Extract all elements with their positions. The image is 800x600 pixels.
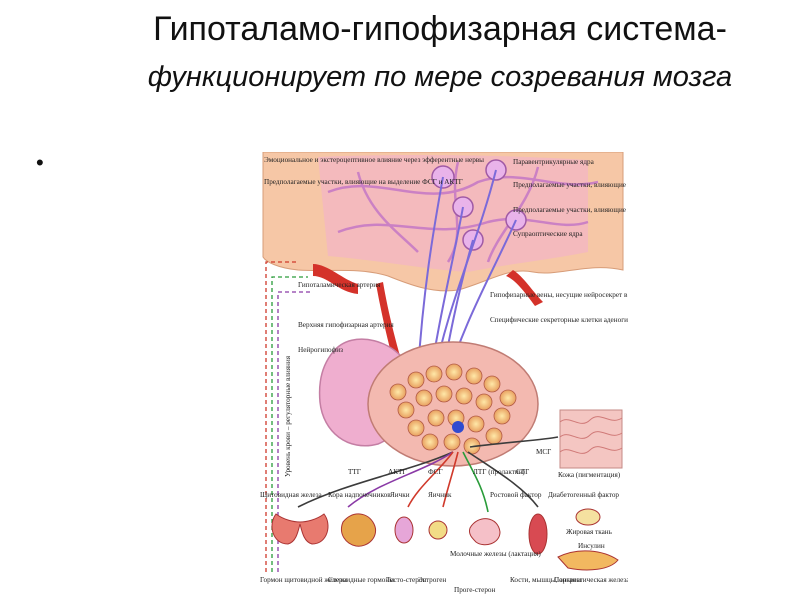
label-portal-veins: Гипофизарные вены, несущие нейросекрет в… xyxy=(490,291,628,299)
feedback-lines xyxy=(265,261,313,572)
label-growth-factor: Ростовой фактор xyxy=(490,491,542,499)
hypothalamus-inner xyxy=(318,155,588,272)
label-adrenal-cortex: Кора надпочечников xyxy=(328,491,391,499)
label-fat-tissue: Жировая ткань xyxy=(566,528,613,536)
title-dash: - xyxy=(715,10,727,48)
thyroid-organ xyxy=(271,513,329,545)
label-pancreas: Панкреатическая железа xyxy=(554,576,628,584)
label-neurohypophysis: Нейрогипофиз xyxy=(298,346,343,354)
label-ltg: ЛТГ (пролактин) xyxy=(473,468,526,476)
label-bones: Кости, мышцы, органы xyxy=(510,576,581,584)
portal-outlet xyxy=(452,421,464,433)
label-hypothalamic-artery: Гипоталамическая артерия xyxy=(298,281,381,289)
label-steroid: Стероидные гормоны xyxy=(328,576,394,584)
label-progesterone: Проге-стерон xyxy=(454,586,496,594)
label-skin: Кожа (пигментация) xyxy=(558,471,621,479)
title-italic: функционирует по мере созревания мозга xyxy=(147,61,733,93)
label-specific-cells: Специфические секреторные клетки аденоги… xyxy=(490,316,628,324)
muscle-organ xyxy=(528,513,548,555)
label-insulin: Инсулин xyxy=(578,542,605,550)
slide-title: Гипоталамо-гипофизарная система- функцио… xyxy=(120,6,760,100)
title-main: Гипоталамо-гипофизарная система xyxy=(153,10,716,48)
hypothalamic-pituitary-diagram: Эмоциональное и экстероцептивное влияние… xyxy=(260,152,628,594)
label-fsg: ФСГ xyxy=(428,468,443,476)
label-stg: СТГ xyxy=(516,468,529,476)
label-stg-sites: Предполагаемые участки, влияющие на выде… xyxy=(513,181,628,189)
label-ttg: ТТГ xyxy=(348,468,361,476)
label-actg: АКТГ xyxy=(388,468,407,476)
mammary-organ xyxy=(469,518,501,546)
label-testosterone: Тесто-стерон xyxy=(386,576,426,584)
adrenal-organ xyxy=(341,513,376,547)
diagram-labels: Эмоциональное и экстероцептивное влияние… xyxy=(260,156,628,594)
label-diabetogenic: Диабетогенный фактор xyxy=(548,491,619,499)
label-ovary: Яичник xyxy=(428,491,452,499)
fat-organ xyxy=(575,508,601,526)
label-thyroid-hormone: Гормон щитовидной железы xyxy=(260,576,347,584)
ovary-organ xyxy=(428,520,448,540)
label-mammary: Молочные железы (лактация) xyxy=(450,550,541,558)
label-emotional: Эмоциональное и экстероцептивное влияние… xyxy=(264,156,484,164)
label-blood-level: Уровень крови – регуляторные влияния xyxy=(284,355,292,477)
target-organs xyxy=(271,508,619,571)
label-supraoptic: Супраоптические ядра xyxy=(513,230,583,238)
testes-organ xyxy=(394,516,414,544)
hormone-arrows xyxy=(297,436,559,513)
label-thyroid: Щитовидная железа xyxy=(260,491,323,499)
label-lg-sites: Предполагаемые участки, влияющие на выде… xyxy=(513,206,628,214)
label-superior-hypophyseal: Верхняя гипофизарная артерия xyxy=(298,321,394,329)
label-fsh-acth-sites: Предполагаемые участки, влияющие на выде… xyxy=(264,178,463,186)
secretory-cells xyxy=(389,363,517,455)
label-estrogen: Эстроген xyxy=(418,576,446,584)
label-paraventricular: Паравентрикулярные ядра xyxy=(513,158,595,166)
label-msg: МСГ xyxy=(536,448,551,456)
pancreas-organ xyxy=(557,550,619,571)
bullet-point: • xyxy=(36,150,44,175)
label-testes: Яички xyxy=(390,491,410,499)
